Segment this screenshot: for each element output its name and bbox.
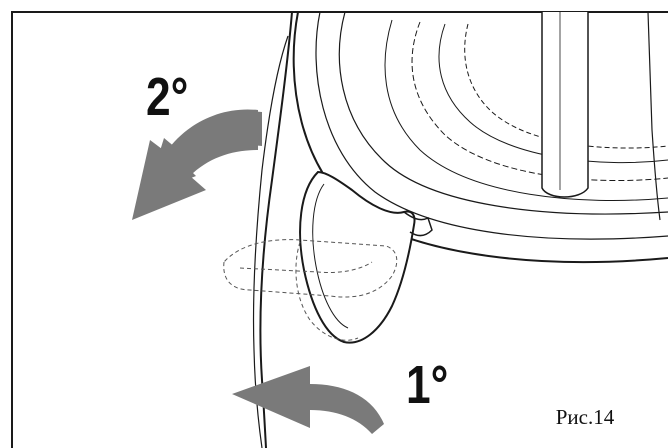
figure-caption: Рис.14 (525, 400, 645, 434)
curved-arrow-left-icon (132, 109, 258, 220)
figure-frame (11, 11, 668, 448)
rim-right-edge (647, 11, 661, 221)
latch-hook (403, 211, 433, 237)
latch-ghost (223, 239, 398, 298)
latch-front (299, 170, 416, 344)
curved-arrow-left-icon (232, 366, 384, 434)
bowl-ring-1 (384, 19, 668, 201)
rim-third (338, 11, 668, 215)
step-2-label: 2° (146, 67, 189, 127)
bowl-ring-2 (411, 21, 668, 182)
rim-second (315, 11, 668, 240)
bowl-ring-3 (438, 23, 668, 164)
latch-ghost-inner (239, 261, 373, 273)
bowl-ring-4 (464, 23, 668, 149)
latch-ghost-arc (295, 241, 359, 341)
latch-front-inner (312, 183, 349, 329)
step-1-label: 1° (406, 355, 449, 415)
central-shaft (541, 12, 589, 198)
